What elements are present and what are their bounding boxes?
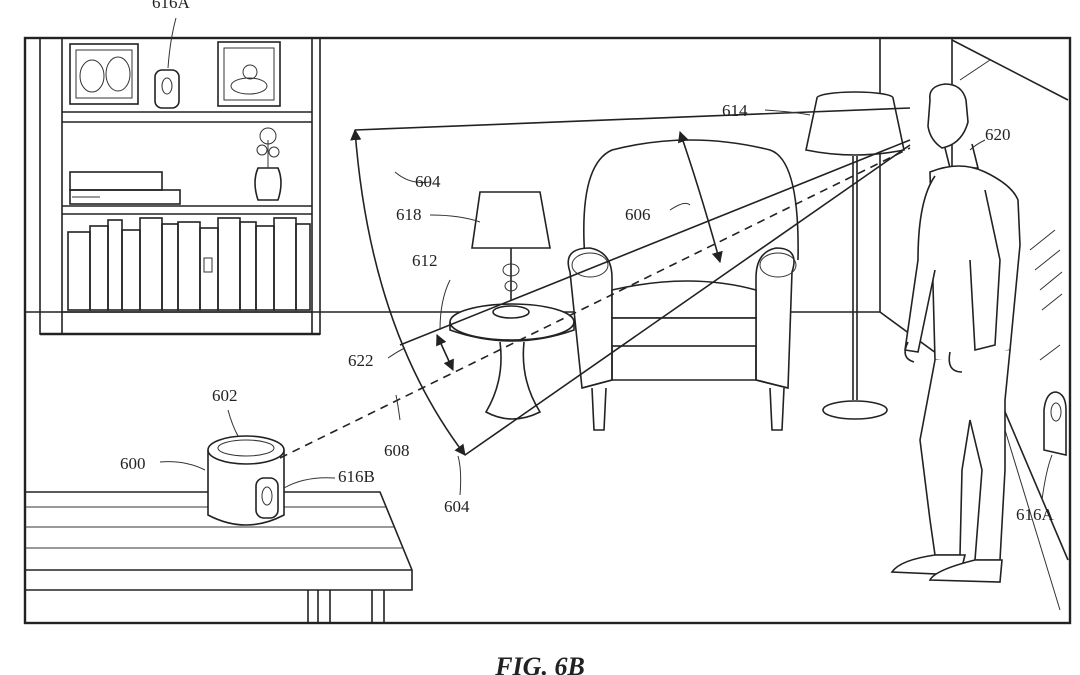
label-614: 614: [722, 101, 748, 120]
label-602: 602: [212, 386, 238, 405]
armchair: [567, 139, 799, 431]
label-622: 622: [348, 351, 374, 370]
right-wall-hatching: [959, 59, 1069, 611]
label-608: 608: [384, 441, 410, 460]
floor-lamp: [805, 91, 905, 420]
label-620: 620: [985, 125, 1011, 144]
label-604-top: 604: [415, 172, 441, 191]
figure-caption: FIG. 6B: [494, 652, 585, 675]
person: [890, 83, 1021, 583]
label-616A-top: 616A: [152, 0, 191, 12]
label-612: 612: [412, 251, 438, 270]
wall-camera-616A: [1043, 391, 1067, 457]
label-600: 600: [120, 454, 146, 473]
label-606: 606: [625, 205, 651, 224]
field-of-view: [279, 107, 911, 459]
label-604-bottom: 604: [444, 497, 470, 516]
bookshelf: [39, 37, 321, 336]
speaker-device: [207, 435, 285, 526]
label-616A-right: 616A: [1016, 505, 1055, 524]
label-616B: 616B: [338, 467, 375, 486]
leader-lines: [159, 17, 1053, 501]
label-618: 618: [396, 205, 422, 224]
side-table: [449, 303, 575, 420]
table-lamp: [471, 191, 551, 319]
